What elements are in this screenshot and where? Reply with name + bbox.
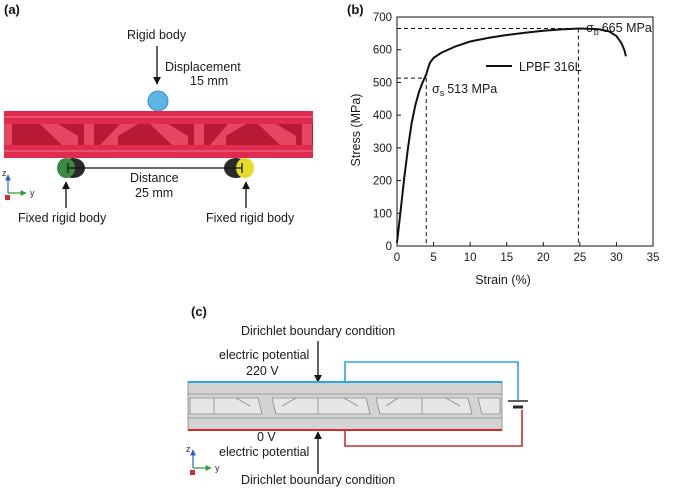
lattice-structure [4, 111, 313, 158]
x-tick-label: 35 [647, 252, 660, 264]
y-tick-label: 600 [373, 45, 392, 57]
right-roller [236, 158, 254, 178]
axis-y-label-c: y [215, 463, 220, 473]
axis-triad-c: z y [186, 444, 220, 475]
panel-a-label: (a) [4, 2, 20, 17]
top-wire [344, 361, 519, 400]
panel-c-label: (c) [191, 304, 207, 319]
y-tick-label: 400 [373, 110, 392, 122]
top-potential-value: 220 V [246, 364, 279, 378]
x-tick-label: 15 [500, 252, 513, 264]
x-tick-label: 10 [464, 252, 477, 264]
panel-b: (b) 0 5 10 15 20 25 30 35 0 100 200 300 400 500 600 700… [347, 2, 659, 287]
legend-label: LPBF 316L [519, 60, 582, 74]
y-tick-label: 100 [373, 208, 392, 220]
y-tick-label: 0 [386, 241, 392, 253]
x-tick-label: 20 [537, 252, 550, 264]
series-line-lpbf-316l [396, 27, 627, 243]
plate-model [187, 381, 503, 431]
displacement-value: 15 mm [190, 74, 228, 88]
left-roller [57, 158, 75, 178]
distance-value: 25 mm [135, 186, 173, 200]
y-tick-label: 700 [373, 12, 392, 24]
bottom-wire [344, 410, 523, 447]
panel-c: (c) Dirichlet boundary condition electri… [186, 304, 528, 487]
bottom-potential-label: electric potential [219, 445, 309, 459]
stress-strain-chart: 0 5 10 15 20 25 30 35 0 100 200 300 400 500 600 700 [373, 12, 660, 264]
panel-b-label: (b) [347, 2, 364, 17]
right-support-label: Fixed rigid body [206, 211, 295, 225]
panel-a: (a) Rigid body Displacement 15 mm [2, 2, 313, 225]
y-tick-label: 500 [373, 77, 392, 89]
top-roller [147, 90, 169, 112]
rigid-body-label: Rigid body [127, 28, 187, 42]
bottom-potential-value: 0 V [257, 430, 276, 444]
axis-triad-a: z y [2, 168, 35, 200]
x-tick-label: 5 [430, 252, 436, 264]
bottom-condition-label: Dirichlet boundary condition [241, 473, 395, 487]
axis-z-label-c: z [186, 444, 191, 454]
distance-label: Distance [130, 171, 179, 185]
axis-z-label-a: z [2, 168, 7, 178]
x-tick-label: 30 [610, 252, 623, 264]
x-tick-label: 0 [394, 252, 400, 264]
axis-ticks: 0 5 10 15 20 25 30 35 0 100 200 300 400 500 600 700 [373, 12, 660, 264]
y-tick-label: 300 [373, 143, 392, 155]
top-potential-label: electric potential [219, 348, 309, 362]
x-axis-title: Strain (%) [475, 273, 531, 287]
plot-frame [396, 16, 654, 247]
left-support-label: Fixed rigid body [18, 211, 107, 225]
displacement-label: Displacement [165, 60, 241, 74]
top-condition-label: Dirichlet boundary condition [241, 324, 395, 338]
reference-lines [397, 27, 579, 246]
y-axis-title: Stress (MPa) [349, 94, 363, 167]
y-tick-label: 200 [373, 176, 392, 188]
x-tick-label: 25 [573, 252, 586, 264]
axis-y-label-a: y [30, 188, 35, 198]
